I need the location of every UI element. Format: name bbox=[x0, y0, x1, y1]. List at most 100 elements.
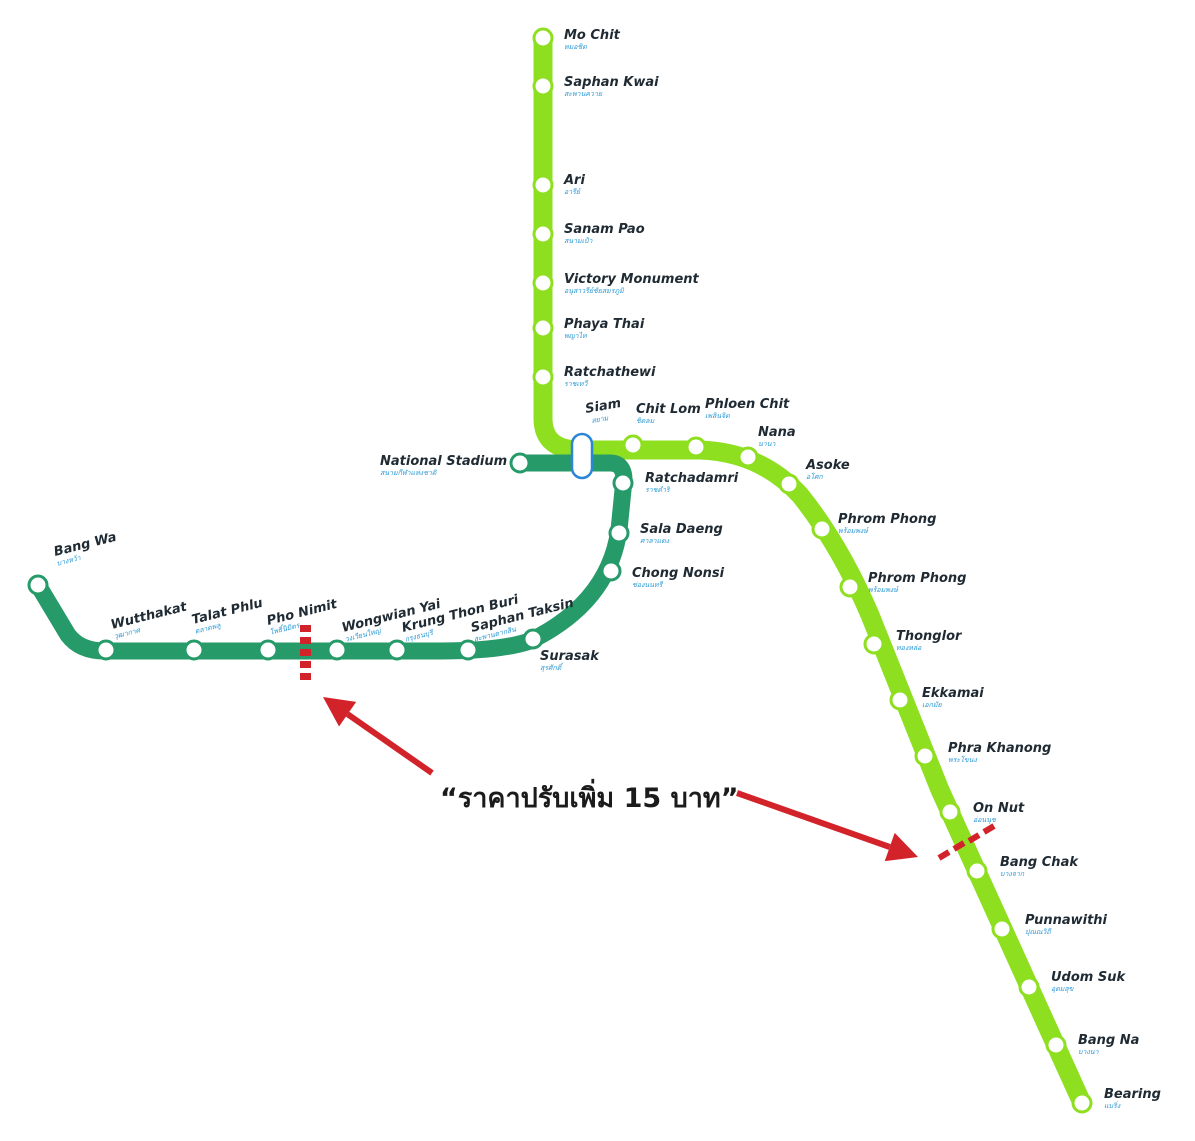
sukhumvit-line-track bbox=[533, 28, 1092, 1113]
station-marker[interactable] bbox=[509, 452, 531, 474]
station-marker[interactable] bbox=[939, 801, 961, 823]
station-marker[interactable] bbox=[532, 174, 554, 196]
station-name-en: Punnawithi bbox=[1025, 913, 1108, 928]
fare-marker-pho-nimit bbox=[300, 661, 311, 668]
station-marker[interactable] bbox=[532, 75, 554, 97]
station-marker[interactable] bbox=[1045, 1034, 1067, 1056]
station-marker[interactable] bbox=[532, 317, 554, 339]
station-marker[interactable] bbox=[532, 27, 554, 49]
arrow-head bbox=[323, 697, 357, 727]
station-name-th: พญาไท bbox=[564, 331, 588, 340]
station-marker[interactable] bbox=[457, 639, 479, 661]
station-name-th: นานา bbox=[758, 440, 777, 448]
station-marker[interactable] bbox=[532, 366, 554, 388]
station-name-en: Phrom Phong bbox=[868, 571, 966, 586]
station-marker[interactable] bbox=[257, 639, 279, 661]
station-name-th: ราชดำริ bbox=[645, 486, 671, 494]
station-marker[interactable] bbox=[532, 223, 554, 245]
station-name-th: พร้อมพงษ์ bbox=[838, 526, 870, 535]
station-marker[interactable] bbox=[532, 272, 554, 294]
station-marker[interactable] bbox=[966, 860, 988, 882]
station-name-th: สะพานควาย bbox=[564, 90, 603, 98]
station-marker[interactable] bbox=[326, 639, 348, 661]
station-name-en: Phloen Chit bbox=[705, 397, 790, 412]
fare-marker-pho-nimit bbox=[300, 625, 311, 632]
station-name-th: สนามกีฬาแห่งชาติ bbox=[380, 469, 437, 477]
station-marker[interactable] bbox=[386, 639, 408, 661]
interchange-marker[interactable] bbox=[570, 432, 594, 480]
station-marker[interactable] bbox=[27, 574, 49, 596]
fare-marker-on-nut bbox=[952, 840, 966, 852]
station-marker[interactable] bbox=[737, 446, 759, 468]
station-name-en: Ratchadamri bbox=[645, 471, 739, 486]
station-marker[interactable] bbox=[863, 633, 885, 655]
station-name-en: Asoke bbox=[805, 458, 850, 473]
fare-marker-pho-nimit bbox=[300, 649, 311, 656]
station-marker[interactable] bbox=[1071, 1092, 1093, 1114]
station-marker[interactable] bbox=[889, 689, 911, 711]
station-marker[interactable] bbox=[991, 918, 1013, 940]
station-marker[interactable] bbox=[522, 628, 544, 650]
station-marker[interactable] bbox=[183, 639, 205, 661]
station-name-th: สุรศักดิ์ bbox=[540, 662, 564, 672]
station-marker[interactable] bbox=[778, 473, 800, 495]
station-marker[interactable] bbox=[1018, 976, 1040, 998]
station-marker[interactable] bbox=[608, 522, 630, 544]
fare-marker-on-nut bbox=[982, 823, 996, 835]
station-marker[interactable] bbox=[600, 560, 622, 582]
station-marker[interactable] bbox=[95, 639, 117, 661]
station-marker[interactable] bbox=[914, 745, 936, 767]
station-name-th: อโศก bbox=[806, 472, 823, 481]
station-name-en: Bang Chak bbox=[1000, 855, 1079, 870]
station-marker[interactable] bbox=[685, 436, 707, 458]
station-marker[interactable] bbox=[622, 434, 644, 456]
fare-marker-on-nut bbox=[967, 832, 981, 844]
station-marker[interactable] bbox=[839, 576, 861, 598]
station-name-th: ช่องนนทรี bbox=[632, 581, 664, 589]
fare-marker-on-nut bbox=[937, 849, 951, 861]
station-marker[interactable] bbox=[811, 518, 833, 540]
station-marker[interactable] bbox=[612, 472, 634, 494]
station-name-en: Sala Daeng bbox=[640, 522, 723, 537]
